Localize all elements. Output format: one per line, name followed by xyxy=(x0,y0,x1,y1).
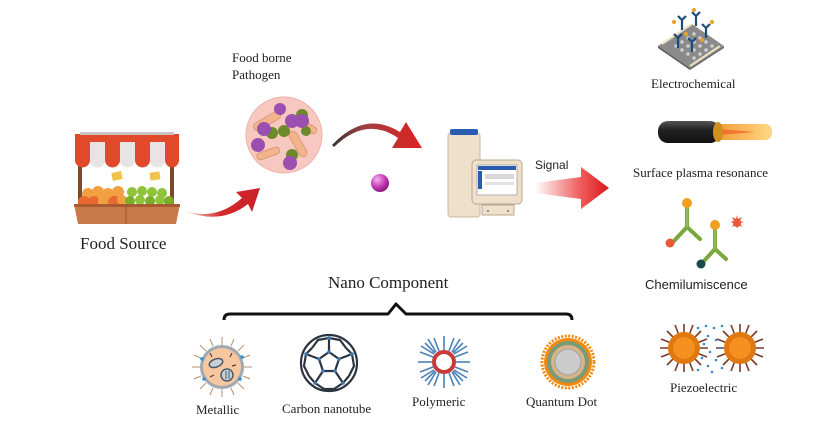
food-source-label: Food Source xyxy=(80,234,167,253)
nanoparticle-sphere-icon xyxy=(371,174,389,192)
curly-brace-icon xyxy=(222,302,574,321)
method-label-piezoelectric: Piezoelectric xyxy=(670,380,738,395)
micelle-pair-icon xyxy=(660,324,764,374)
method-label-electrochemical: Electrochemical xyxy=(651,76,736,91)
biosensor-instrument-icon xyxy=(447,129,523,218)
nano-label-carbon-nanotube: Carbon nanotube xyxy=(282,401,372,416)
arrow-food-to-pathogen-icon xyxy=(182,188,260,217)
pathogen-label-line2: Pathogen xyxy=(232,67,281,82)
market-stall-icon xyxy=(74,132,180,224)
method-label-spr: Surface plasma resonance xyxy=(633,165,768,180)
antibody-icon xyxy=(665,198,744,269)
pathogen-label-line1: Food borne xyxy=(232,50,292,65)
nano-label-polymeric: Polymeric xyxy=(412,394,466,409)
method-label-chemiluminescence: Chemilumiscence xyxy=(645,277,748,292)
metallic-nanoparticle-icon xyxy=(192,337,252,397)
optical-fiber-icon xyxy=(658,121,772,143)
quantum-dot-icon xyxy=(540,334,596,390)
nano-label-metallic: Metallic xyxy=(196,402,240,417)
signal-label: Signal xyxy=(535,158,569,172)
nano-component-title: Nano Component xyxy=(328,273,449,292)
fullerene-icon xyxy=(299,333,359,393)
electrode-chip-icon xyxy=(658,8,724,70)
polymeric-micelle-icon xyxy=(418,336,470,388)
nano-label-quantum-dot: Quantum Dot xyxy=(526,394,598,409)
signal-arrow-icon xyxy=(535,167,609,209)
arrow-pathogen-to-instrument-icon xyxy=(332,122,422,148)
pathogen-sample-icon xyxy=(245,96,323,174)
